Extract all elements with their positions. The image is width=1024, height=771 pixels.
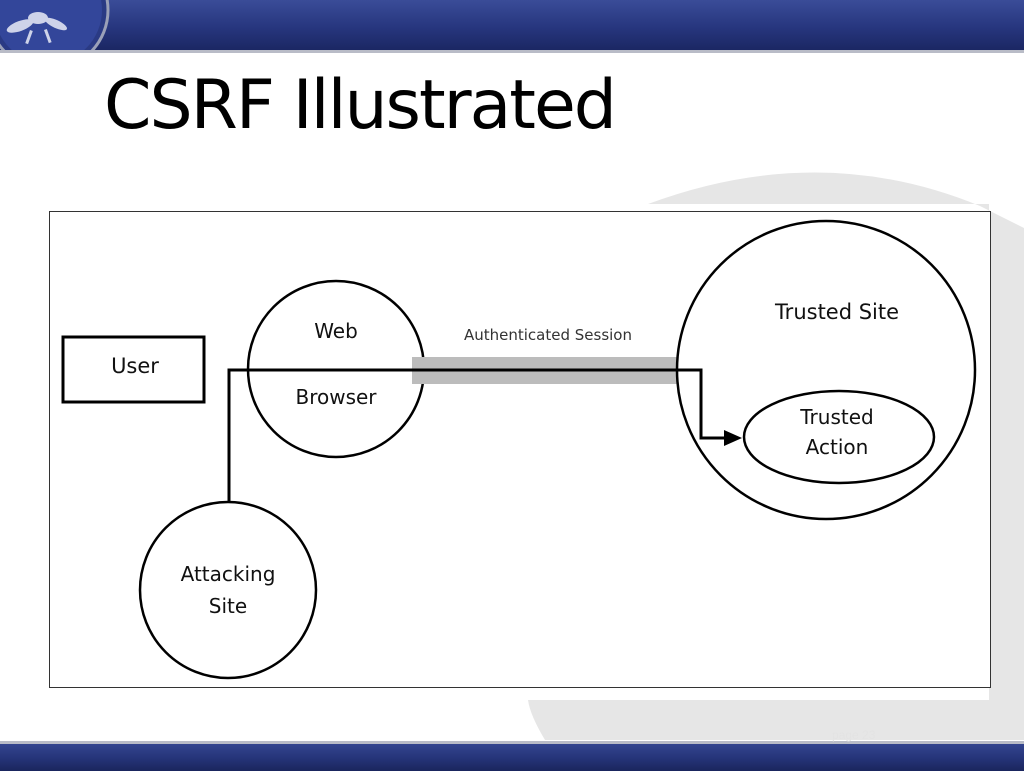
attack-request-arrowhead (724, 430, 742, 446)
trusted-action-label-line1: Trusted (799, 405, 873, 429)
trusted-site-label: Trusted Site (774, 300, 899, 324)
attack-request-path (227, 368, 726, 502)
user-box (61, 335, 206, 404)
web-browser-label-line1: Web (314, 319, 358, 343)
header-bar (0, 0, 1024, 53)
user-label: User (111, 354, 159, 378)
trusted-action-label-line2: Action (806, 435, 869, 459)
slide-title: CSRF Illustrated (104, 66, 617, 145)
footer-bar (0, 741, 1024, 771)
trusted-action-node (742, 389, 936, 485)
attacking-site-node (138, 500, 318, 680)
attacking-site-label-line1: Attacking (181, 562, 276, 586)
web-browser-label-line2: Browser (295, 385, 377, 409)
csrf-diagram: User Web Browser Authenticated Session T… (49, 211, 991, 688)
owasp-logo (0, 0, 112, 50)
attacking-site-label-line2: Site (209, 594, 247, 618)
page-number: page 23 (832, 728, 876, 742)
authenticated-session-label: Authenticated Session (464, 326, 632, 344)
